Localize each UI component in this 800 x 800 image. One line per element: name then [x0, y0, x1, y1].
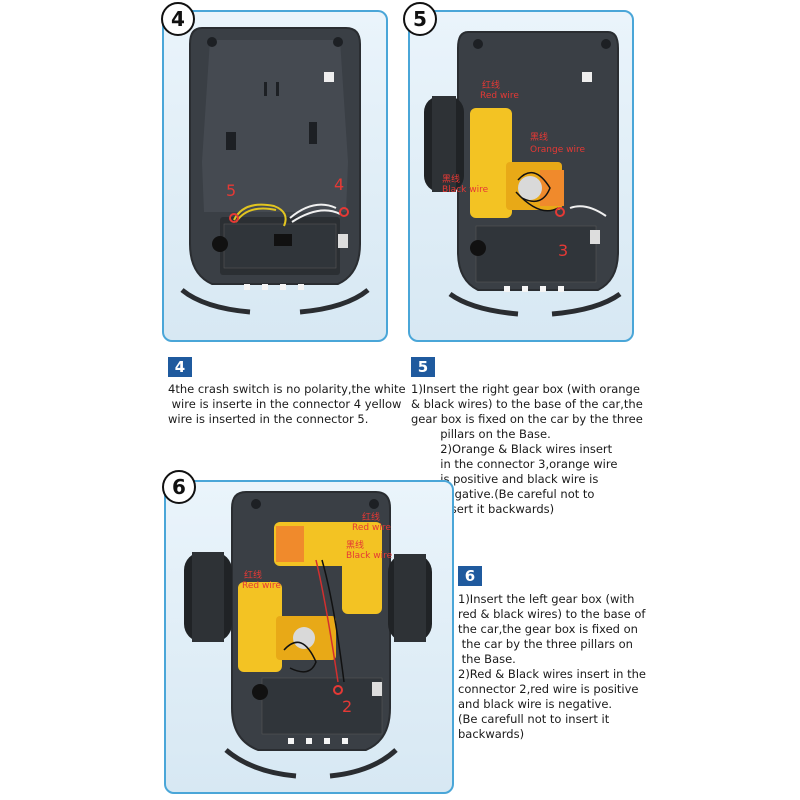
black-wire-cn-label: 黑线 — [442, 173, 460, 185]
step6-line: 1)Insert the left gear box (with — [458, 592, 635, 606]
red-wire-top-cn-label: 红线 — [362, 511, 380, 523]
step4-badge: 4 — [168, 357, 192, 377]
step5-line: is positive and black wire is — [411, 472, 599, 486]
step5-line: 2)Orange & Black wires insert — [411, 442, 613, 456]
step4-description: 4the crash switch is no polarity,the whi… — [168, 382, 406, 427]
red-wire-top-en-label: Red wire — [352, 523, 391, 533]
step5-line: & black wires) to the base of the car,th… — [411, 397, 643, 411]
step6-photo-panel: 红线 Red wire 黑线 Black wire 红线 Red wire 2 — [164, 480, 454, 794]
step4-line: wire is inserted in the connector 5. — [168, 412, 369, 426]
step6-line: and black wire is negative. — [458, 697, 613, 711]
red-wire-cn-label: 红线 — [482, 79, 500, 91]
step5-line: pillars on the Base. — [411, 427, 551, 441]
car-base-photo: 红线 Red wire 黑线 Black wire 红线 Red wire 2 — [184, 491, 432, 779]
step5-line: 1)Insert the right gear box (with orange — [411, 382, 640, 396]
car-base-photo: 红线 Red wire 黑线 Orange wire 黑线 Black wire… — [424, 31, 622, 317]
step5-line: gear box is fixed on the car by the thre… — [411, 412, 643, 426]
black-wire-en-label: Black wire — [346, 551, 393, 561]
car-base-photo: 5 4 — [180, 27, 370, 315]
step5-circle-number: 5 — [403, 2, 437, 36]
step6-badge: 6 — [458, 566, 482, 586]
step4-line: 4the crash switch is no polarity,the whi… — [168, 382, 406, 396]
step4-circle-number: 4 — [161, 2, 195, 36]
step6-line: (Be carefull not to insert it — [458, 712, 610, 726]
step6-line: the car,the gear box is fixed on — [458, 622, 638, 636]
step4-line: wire is inserte in the connector 4 yello… — [168, 397, 402, 411]
step6-line: red & black wires) to the base of — [458, 607, 646, 621]
red-wire-cn-label: 红线 — [244, 569, 262, 581]
red-wire-en-label: Red wire — [480, 91, 519, 101]
step5-line: negative.(Be careful not to — [411, 487, 595, 501]
black-wire-cn-label: 黑线 — [346, 539, 364, 551]
step5-line: in the connector 3,orange wire — [411, 457, 618, 471]
step6-line: 2)Red & Black wires insert in the — [458, 667, 646, 681]
step6-circle-number: 6 — [162, 470, 196, 504]
step6-line: connector 2,red wire is positive — [458, 682, 639, 696]
black-wire-en-label: Black wire — [442, 185, 489, 195]
connector-3-label: 3 — [558, 241, 568, 260]
step4-photo-panel: 5 4 — [162, 10, 388, 342]
step6-line: the car by the three pillars on — [458, 637, 633, 651]
connector-4-label: 4 — [334, 175, 344, 194]
orange-wire-cn-label: 黑线 — [530, 131, 548, 143]
connector-2-label: 2 — [342, 697, 352, 716]
step6-line: the Base. — [458, 652, 516, 666]
step5-description: 1)Insert the right gear box (with orange… — [411, 382, 661, 517]
connector-5-label: 5 — [226, 181, 236, 200]
step5-photo-panel: 红线 Red wire 黑线 Orange wire 黑线 Black wire… — [408, 10, 634, 342]
step6-description: 1)Insert the left gear box (with red & b… — [458, 592, 658, 742]
orange-wire-en-label: Orange wire — [530, 145, 585, 155]
red-wire-en-label: Red wire — [242, 581, 281, 591]
step5-badge: 5 — [411, 357, 435, 377]
step6-line: backwards) — [458, 727, 525, 741]
